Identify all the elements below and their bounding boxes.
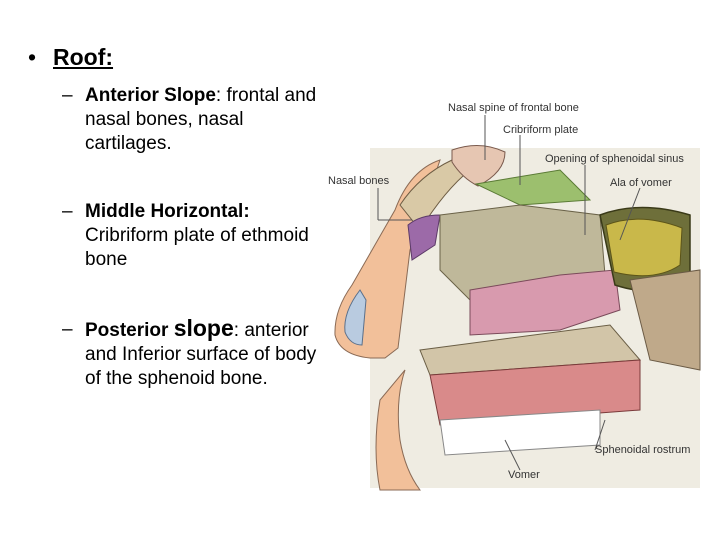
separator: : (233, 320, 240, 341)
bullet-dot: • (28, 44, 37, 70)
upper-lip (375, 369, 421, 491)
nasopharynx (629, 269, 701, 371)
posterior-slope-desc: anterior and Inferior surface of body of… (85, 320, 317, 389)
ethmoid-region (407, 214, 441, 261)
label-ala-vomer: Ala of vomer (610, 177, 672, 189)
palate-mucosa (429, 359, 641, 426)
leader-lines (377, 115, 641, 471)
middle-horizontal-desc: Cribriform plate of ethmoid bone (85, 225, 309, 270)
label-sphenoidal-rostrum: Sphenoidal rostrum (595, 444, 690, 456)
dash: – (62, 85, 73, 106)
dash: – (62, 201, 73, 222)
sphenoidal-sinus (605, 218, 683, 277)
cribriform-plate (474, 169, 592, 206)
label-opening-sinus: Opening of sphenoidal sinus (545, 153, 684, 165)
anterior-slope-term: Anterior Slope (85, 85, 216, 106)
roof-heading: Roof: (53, 44, 114, 70)
label-vomer: Vomer (508, 469, 540, 481)
label-nasal-spine: Nasal spine of frontal bone (448, 102, 579, 114)
middle-horizontal-term: Middle Horizontal: (85, 201, 250, 222)
label-cribriform: Cribriform plate (503, 124, 578, 136)
frontal-sinus (451, 145, 506, 187)
nasal-cartilage (344, 289, 367, 346)
label-nasal-bones: Nasal bones (328, 175, 390, 187)
posterior-term: Posterior (85, 320, 174, 341)
dash: – (62, 319, 73, 340)
teeth (439, 409, 601, 456)
septal-cartilage (469, 269, 621, 336)
posterior-term-big: slope (173, 315, 234, 341)
nasal-cavity-figure: Nasal spine of frontal bone Cribriform p… (328, 102, 701, 491)
separator: : (215, 85, 222, 106)
anterior-slope-desc: frontal and nasal bones, nasal cartilage… (85, 85, 317, 154)
